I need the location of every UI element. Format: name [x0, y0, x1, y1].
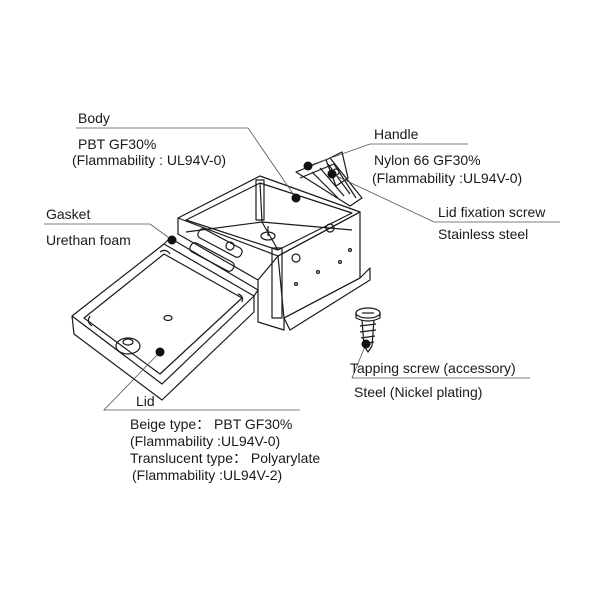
body-hinge	[189, 242, 235, 272]
body-inner-back-right	[261, 221, 353, 231]
body-base-flange	[283, 267, 371, 331]
handle-body	[295, 157, 363, 207]
lid-translucent-flammability-label: (Flammability :UL94V-2)	[132, 467, 283, 483]
lid-translucent-type-label: Translucent type： Polyarylate	[130, 450, 321, 466]
tapping-screw-material-label: Steel (Nickel plating)	[354, 384, 483, 400]
leader-lid	[103, 351, 300, 411]
leader-gasket	[44, 223, 173, 241]
lid-outer	[71, 243, 255, 385]
tapping-screw-name-label: Tapping screw (accessory)	[350, 360, 516, 376]
leader-lid-fixation-screw	[331, 173, 560, 223]
callout-dot-body	[291, 193, 301, 203]
handle-name-label: Handle	[374, 126, 419, 142]
lid-center-mark	[163, 314, 173, 322]
body-corner-pillar	[255, 179, 265, 221]
callout-dot-tapping-screw	[361, 339, 371, 349]
body-rim-inner	[185, 182, 353, 251]
body-name-label: Body	[78, 110, 110, 126]
body-box	[177, 175, 371, 331]
handle	[295, 151, 363, 207]
callout-dot-gasket	[167, 235, 177, 245]
lid-beige-flammability-label: (Flammability :UL94V-0)	[130, 433, 281, 449]
body-rim	[177, 175, 361, 257]
callout-dot-lid-fixation-screw	[327, 169, 337, 179]
body-inner-corner	[261, 221, 279, 251]
body-bottom-edge	[257, 280, 285, 331]
callout-dot-lid	[155, 347, 165, 357]
body-left-wall	[177, 218, 279, 281]
body-front-pillar	[271, 247, 283, 319]
body-material-label: PBT GF30%	[78, 136, 157, 152]
body-screw-boss	[291, 253, 301, 263]
lid-beige-type-label: Beige type： PBT GF30%	[130, 416, 293, 432]
lid-thickness	[71, 296, 255, 401]
lid-fixation-screw-name-label: Lid fixation screw	[438, 204, 546, 220]
body-right-wall	[277, 211, 361, 319]
gasket-material-label: Urethan foam	[46, 232, 131, 248]
body-flammability-label: (Flammability : UL94V-0)	[72, 152, 227, 168]
gasket-name-label: Gasket	[46, 206, 91, 222]
lid	[71, 237, 259, 401]
lid-hinge-boss	[115, 337, 141, 355]
leader-body	[76, 127, 297, 199]
lid-name-label: Lid	[136, 393, 155, 409]
callout-dot-handle	[303, 161, 313, 171]
lid-fixation-screw-material-label: Stainless steel	[438, 226, 529, 242]
lid-inner	[83, 253, 243, 375]
leader-handle	[307, 143, 468, 167]
body-hinge	[197, 228, 243, 258]
handle-flammability-label: (Flammability :UL94V-0)	[372, 170, 523, 186]
leader-tapping-screw	[351, 343, 530, 379]
handle-material-label: Nylon 66 GF30%	[374, 152, 481, 168]
body-screw-boss	[325, 223, 335, 233]
